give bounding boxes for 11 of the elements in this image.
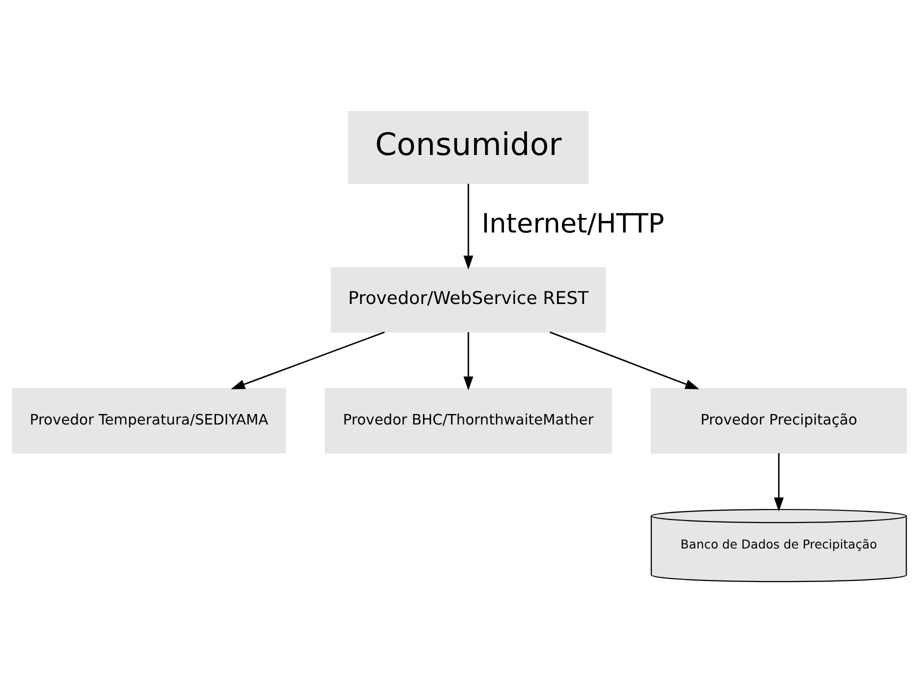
arrow (774, 452, 784, 512)
node-box: Provedor Precipitação (650, 388, 907, 453)
node-box: Consumidor (348, 110, 589, 184)
edge-label: Internet/HTTP (482, 208, 664, 240)
node-box: Provedor/WebService REST (330, 266, 606, 332)
arrow (463, 332, 474, 390)
arrow (463, 183, 474, 270)
node-box: Provedor BHC/ThornthwaiteMather (324, 388, 612, 453)
arrow (230, 331, 385, 389)
arrow (550, 331, 700, 389)
node-box: Provedor Temperatura/SEDIYAMA (12, 388, 286, 453)
